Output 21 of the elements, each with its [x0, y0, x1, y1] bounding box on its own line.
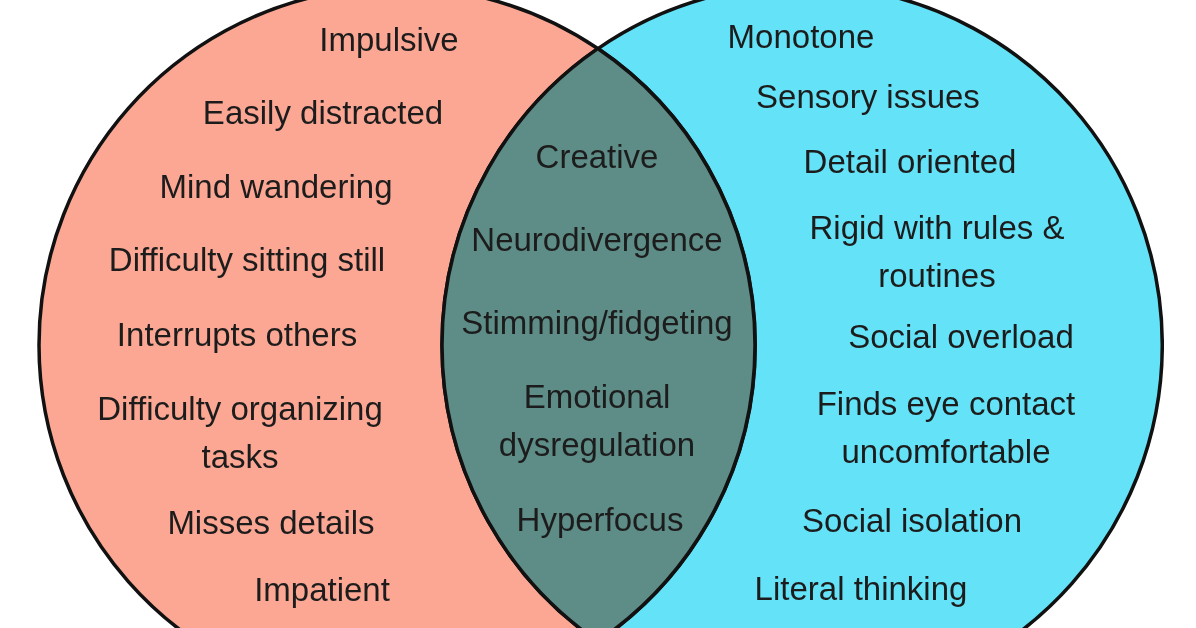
trait-label: Monotone: [727, 17, 875, 57]
trait-label: Social overload: [848, 317, 1074, 357]
trait-label: Social isolation: [801, 501, 1023, 541]
trait-label: Detail oriented: [803, 142, 1017, 182]
trait-label: Literal thinking: [754, 569, 968, 609]
trait-label: Creative: [535, 137, 659, 177]
trait-label: Interrupts others: [116, 315, 358, 355]
trait-label: Sensory issues: [756, 77, 980, 117]
trait-label: Difficulty sitting still: [108, 240, 386, 280]
trait-label: Impulsive: [319, 20, 459, 60]
trait-label: Rigid with rules & routines: [808, 208, 1066, 296]
trait-label: Mind wandering: [159, 167, 393, 207]
trait-label: Neurodivergence: [471, 220, 723, 260]
trait-label: Easily distracted: [202, 93, 444, 133]
trait-label: Impatient: [254, 570, 390, 610]
trait-label: Difficulty organizing tasks: [96, 389, 384, 477]
trait-label: Stimming/fidgeting: [461, 303, 733, 343]
trait-label: Misses details: [167, 503, 375, 543]
trait-label: Emotional dysregulation: [497, 377, 697, 465]
trait-label: Finds eye contact uncomfortable: [815, 384, 1077, 472]
trait-label: Hyperfocus: [516, 500, 684, 540]
